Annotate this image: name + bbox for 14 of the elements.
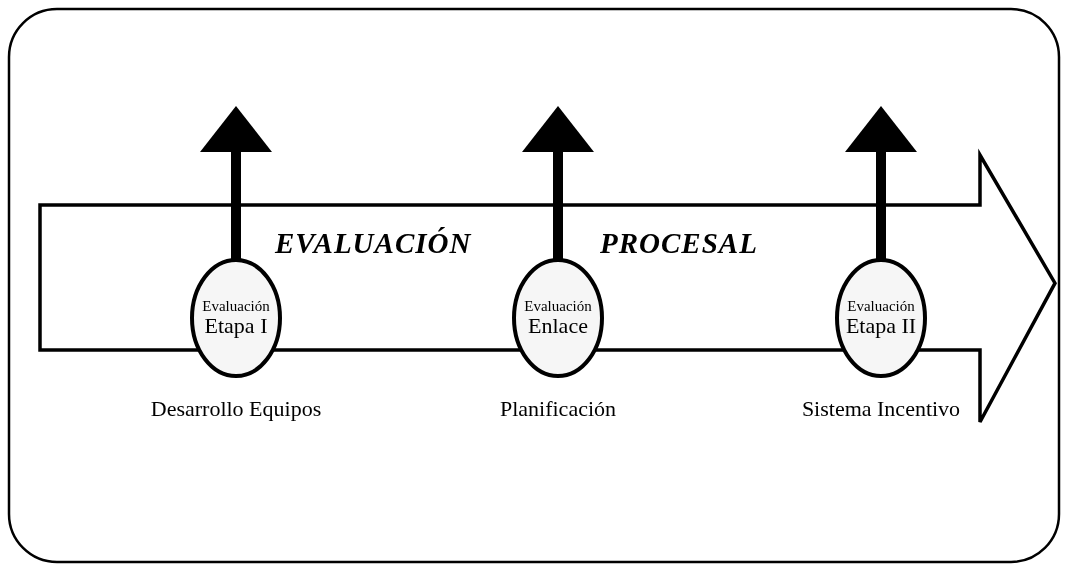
stage-caption: Desarrollo Equipos — [150, 396, 322, 422]
band-title: PROCESAL — [600, 227, 758, 260]
ellipse-heading: Evaluación — [202, 298, 270, 315]
stage-caption: Sistema Incentivo — [801, 396, 961, 422]
stage-caption: Planificación — [499, 396, 617, 422]
ellipse-heading: Evaluación — [524, 298, 592, 315]
band-title: EVALUACIÓN — [275, 227, 472, 260]
ellipse-label: Enlace — [528, 314, 588, 338]
ellipse-heading: Evaluación — [847, 298, 915, 315]
ellipse-label: Etapa I — [204, 314, 268, 338]
ellipse-label: Etapa II — [845, 314, 917, 338]
upward-arrow — [845, 106, 917, 260]
upward-arrow — [522, 106, 594, 260]
upward-arrow — [200, 106, 272, 260]
